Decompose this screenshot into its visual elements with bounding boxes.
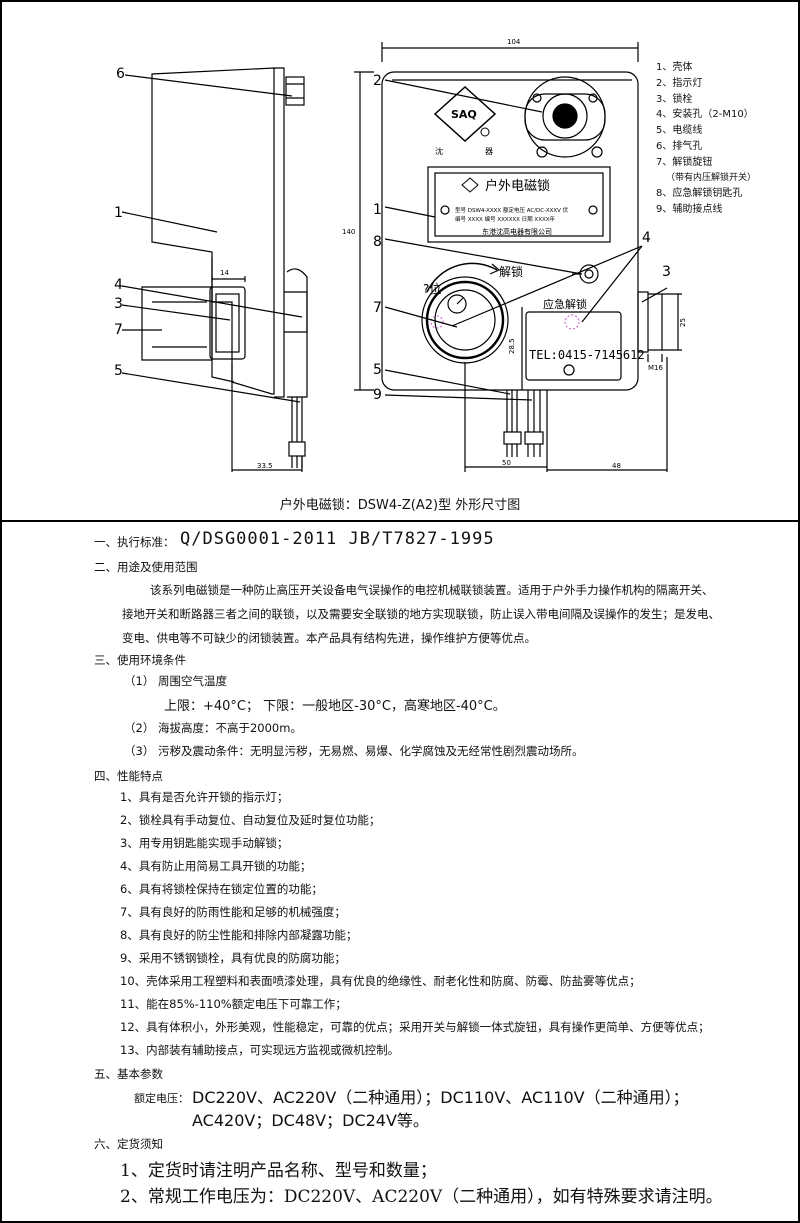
section-standard-heading: 一、执行标准： [94, 535, 175, 549]
nameplate: 户外电磁锁 型号 DSW4-XXXX 额定电压 AC/DC-XXXV 伏 编号 … [455, 177, 569, 236]
feature-item: 6、具有将锁栓保持在锁定位置的功能； [120, 882, 323, 896]
usage-line: 该系列电磁锁是一种防止高压开关设备电气误操作的电控机械联锁装置。适用于户外手力操… [150, 583, 714, 597]
rated-voltage-line2: AC420V；DC48V；DC24V等。 [192, 1111, 429, 1130]
callout-4r: 4 [642, 230, 651, 246]
legend-item: 4、安装孔（2-M10） [656, 109, 754, 121]
callout-3: 3 [114, 296, 123, 312]
legend-item: 3、锁栓 [656, 93, 693, 105]
usage-line: 接地开关和断路器三者之间的联锁，以及需要安全联锁的地方实现联锁，防止误入带电间隔… [122, 607, 720, 621]
section-env-heading: 三、使用环境条件 [94, 653, 186, 667]
callout-8f: 8 [373, 234, 382, 250]
callout-4: 4 [114, 277, 123, 293]
env-altitude: （2） 海拔高度：不高于2000m。 [124, 721, 302, 735]
standard-codes: Q/DSG0001-2011 JB/T7827-1995 [180, 529, 495, 549]
svg-text:SAQ: SAQ [451, 108, 477, 121]
section-params-heading: 五、基本参数 [94, 1067, 163, 1081]
feature-item: 11、能在85%-110%额定电压下可靠工作； [120, 997, 347, 1011]
legend-item: 1、壳体 [656, 62, 693, 73]
callout-5f: 5 [373, 362, 382, 378]
legend-item: （带有内压解锁开关） [666, 172, 757, 183]
logo: SAQ 沈 器 [433, 85, 497, 156]
order-note: 2、常规工作电压为：DC220V、AC220V（二种通用），如有特殊要求请注明。 [120, 1187, 723, 1207]
svg-text:TEL:0415-7145612: TEL:0415-7145612 [529, 348, 645, 362]
svg-text:编号 XXXX 编号 XXXXXX 日期 XXXX年: 编号 XXXX 编号 XXXXXX 日期 XXXX年 [455, 215, 555, 223]
dim-140: 140 [342, 228, 355, 236]
svg-text:?位: ?位 [423, 281, 441, 296]
legend-item: 2、指示灯 [656, 77, 703, 89]
feature-item: 2、锁栓具有手动复位、自动复位及延时复位功能； [120, 813, 381, 827]
dim-104: 104 [507, 38, 521, 46]
legend-item: 8、应急解锁钥匙孔 [656, 188, 743, 200]
dim-33-5: 33.5 [257, 462, 273, 470]
svg-text:应急解锁: 应急解锁 [543, 297, 587, 311]
feature-item: 10、壳体采用工程塑料和表面喷漆处理，具有优良的绝缘性、耐老化性和防腐、防霉、防… [120, 974, 641, 988]
dim-m16: M16 [648, 364, 663, 372]
drawing-svg: 6 1 4 3 7 5 2 1 8 7 5 9 4 3 104 140 14 3… [114, 38, 687, 472]
feature-item: 12、具有体积小，外形美观，性能稳定，可靠的优点；采用开关与解锁一体式旋钮，具有… [120, 1020, 710, 1034]
callout-9f: 9 [373, 387, 382, 403]
dim-50: 50 [502, 459, 511, 467]
svg-text:器: 器 [485, 147, 493, 156]
legend-item: 6、排气孔 [656, 140, 703, 152]
front-view [354, 42, 668, 472]
callout-3r: 3 [662, 264, 671, 280]
parts-legend: 1、壳体 2、指示灯 3、锁栓 4、安装孔（2-M10） 5、电缆线 6、排气孔… [656, 60, 796, 218]
usage-line: 变电、供电等不可缺少的闭锁装置。本产品具有结构先进，操作维护方便等优点。 [122, 631, 536, 645]
rated-voltage-label: 额定电压： [134, 1092, 189, 1105]
callout-7f: 7 [373, 300, 382, 316]
dimension-drawing: 6 1 4 3 7 5 2 1 8 7 5 9 4 3 104 140 14 3… [2, 2, 798, 522]
legend-item: 7、解锁旋钮 [656, 156, 713, 168]
feature-item: 1、具有是否允许开锁的指示灯； [120, 790, 289, 804]
callout-7: 7 [114, 322, 123, 338]
feature-item: 13、内部装有辅助接点，可实现远方监视或微机控制。 [120, 1043, 400, 1057]
specifications: 一、执行标准： Q/DSG0001-2011 JB/T7827-1995 二、用… [2, 522, 798, 1221]
feature-item: 4、具有防止用简易工具开锁的功能； [120, 859, 312, 873]
feature-item: 3、用专用钥匙能实现手动解锁； [120, 836, 289, 850]
dim-28-5: 28.5 [508, 338, 516, 354]
svg-text:解锁: 解锁 [499, 264, 523, 279]
callout-2f: 2 [373, 73, 382, 89]
callout-6: 6 [116, 66, 125, 82]
dim-48: 48 [612, 462, 621, 470]
feature-item: 7、具有良好的防雨性能和足够的机械强度； [120, 905, 346, 919]
rated-voltage-line1: DC220V、AC220V（二种通用）；DC110V、AC110V（二种通用）； [192, 1088, 689, 1107]
dim-14: 14 [220, 269, 229, 277]
dim-25: 25 [679, 318, 687, 327]
section-usage-heading: 二、用途及使用范围 [94, 560, 198, 574]
callout-1f: 1 [373, 202, 382, 218]
section-features-heading: 四、性能特点 [94, 769, 163, 783]
callout-1: 1 [114, 205, 123, 221]
callout-5: 5 [114, 363, 123, 379]
env-temp-heading: （1） 周围空气温度 [124, 674, 227, 688]
legend-item: 9、辅助接点线 [656, 204, 723, 216]
legend-item: 5、电缆线 [656, 125, 703, 137]
svg-text:型号 DSW4-XXXX 额定电压 AC/DC-XXXV: 型号 DSW4-XXXX 额定电压 AC/DC-XXXV 伏 [455, 206, 569, 214]
env-temp-range: 上限：+40°C； 下限：一般地区-30°C，高寒地区-40°C。 [164, 699, 506, 714]
feature-item: 9、采用不锈钢锁栓，具有优良的防腐功能； [120, 951, 346, 965]
side-view [121, 67, 308, 472]
order-note: 1、定货时请注明产品名称、型号和数量； [120, 1161, 437, 1181]
svg-text:沈: 沈 [435, 146, 443, 156]
env-pollution: （3） 污秽及震动条件：无明显污秽，无易燃、易爆、化学腐蚀及无经常性剧烈震动场所… [124, 744, 584, 758]
drawing-caption: 户外电磁锁：DSW4-Z(A2)型 外形尺寸图 [279, 498, 521, 513]
feature-item: 8、具有良好的防尘性能和排除内部凝露功能； [120, 928, 358, 942]
svg-text:户外电磁锁: 户外电磁锁 [485, 178, 550, 194]
section-order-heading: 六、定货须知 [94, 1137, 163, 1151]
svg-text:东港沈高电器有限公司: 东港沈高电器有限公司 [482, 227, 552, 236]
right-view [637, 287, 682, 362]
